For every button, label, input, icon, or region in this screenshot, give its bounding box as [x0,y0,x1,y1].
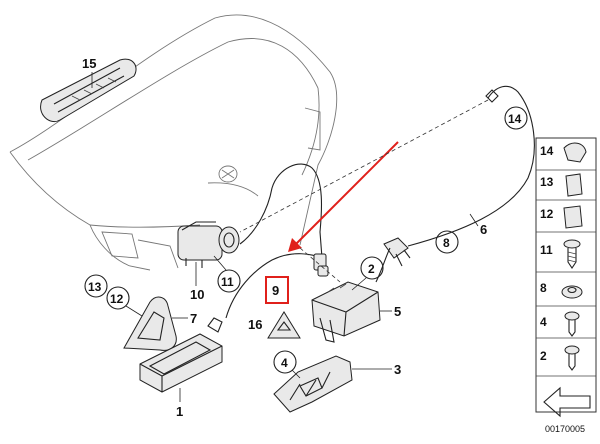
screw-2-icon [564,345,580,371]
callout-6: 6 [480,222,487,237]
legend-label-4: 4 [540,315,547,329]
callout-4: 4 [281,356,288,370]
callout-13: 13 [88,280,102,294]
trunk-lid-outline [9,14,338,271]
document-number: 00170005 [545,424,585,434]
part-7-handle-cover: 7 13 12 [84,274,197,351]
legend-label-13: 13 [540,175,554,189]
part-5-trunk-latch: 5 [311,281,401,343]
part-8-connector: 8 [375,230,459,283]
callout-12: 12 [110,292,124,306]
callout-2: 2 [368,262,375,276]
legend-label-11: 11 [540,243,553,257]
cable-9 [225,163,329,319]
callout-1: 1 [176,404,183,419]
callout-9-box: 9 [265,276,289,304]
callout-10: 10 [190,287,204,302]
legend-label-12: 12 [540,207,554,221]
callout-8: 8 [443,236,450,250]
clip-12-icon [563,205,583,229]
callout-15: 15 [82,56,96,71]
screw-11-icon [563,239,581,269]
legend-label-8: 8 [540,281,547,295]
clip-13-icon [565,173,583,197]
clip-14-icon [563,142,587,163]
callout-5: 5 [394,304,401,319]
part-2-callout: 2 [351,256,384,291]
reference-arrow-icon [543,386,591,418]
part-1-handle-switch: 1 [139,317,223,419]
guide-lines [239,99,489,283]
callout-11: 11 [221,275,234,289]
part-6-bowden-cable: 6 14 [407,85,535,247]
callout-14: 14 [508,112,522,126]
nut-8-icon [561,285,583,299]
part-3-bracket: 3 4 [273,350,401,413]
part-16-warning-label: 16 [248,311,301,339]
legend-label-14: 14 [540,144,554,158]
part-10-lock-cylinder: 10 [177,221,240,302]
screw-4-icon [564,311,580,337]
parts-legend: 14 13 12 11 8 4 2 [535,137,597,418]
legend-label-2: 2 [540,349,547,363]
callout-9: 9 [272,283,279,298]
highlight-arrow [288,141,399,252]
callout-7: 7 [190,311,197,326]
part-11-callout: 11 [213,255,241,293]
callout-16: 16 [248,317,262,332]
callout-3: 3 [394,362,401,377]
part-15-handle-strip: 15 [40,56,137,122]
